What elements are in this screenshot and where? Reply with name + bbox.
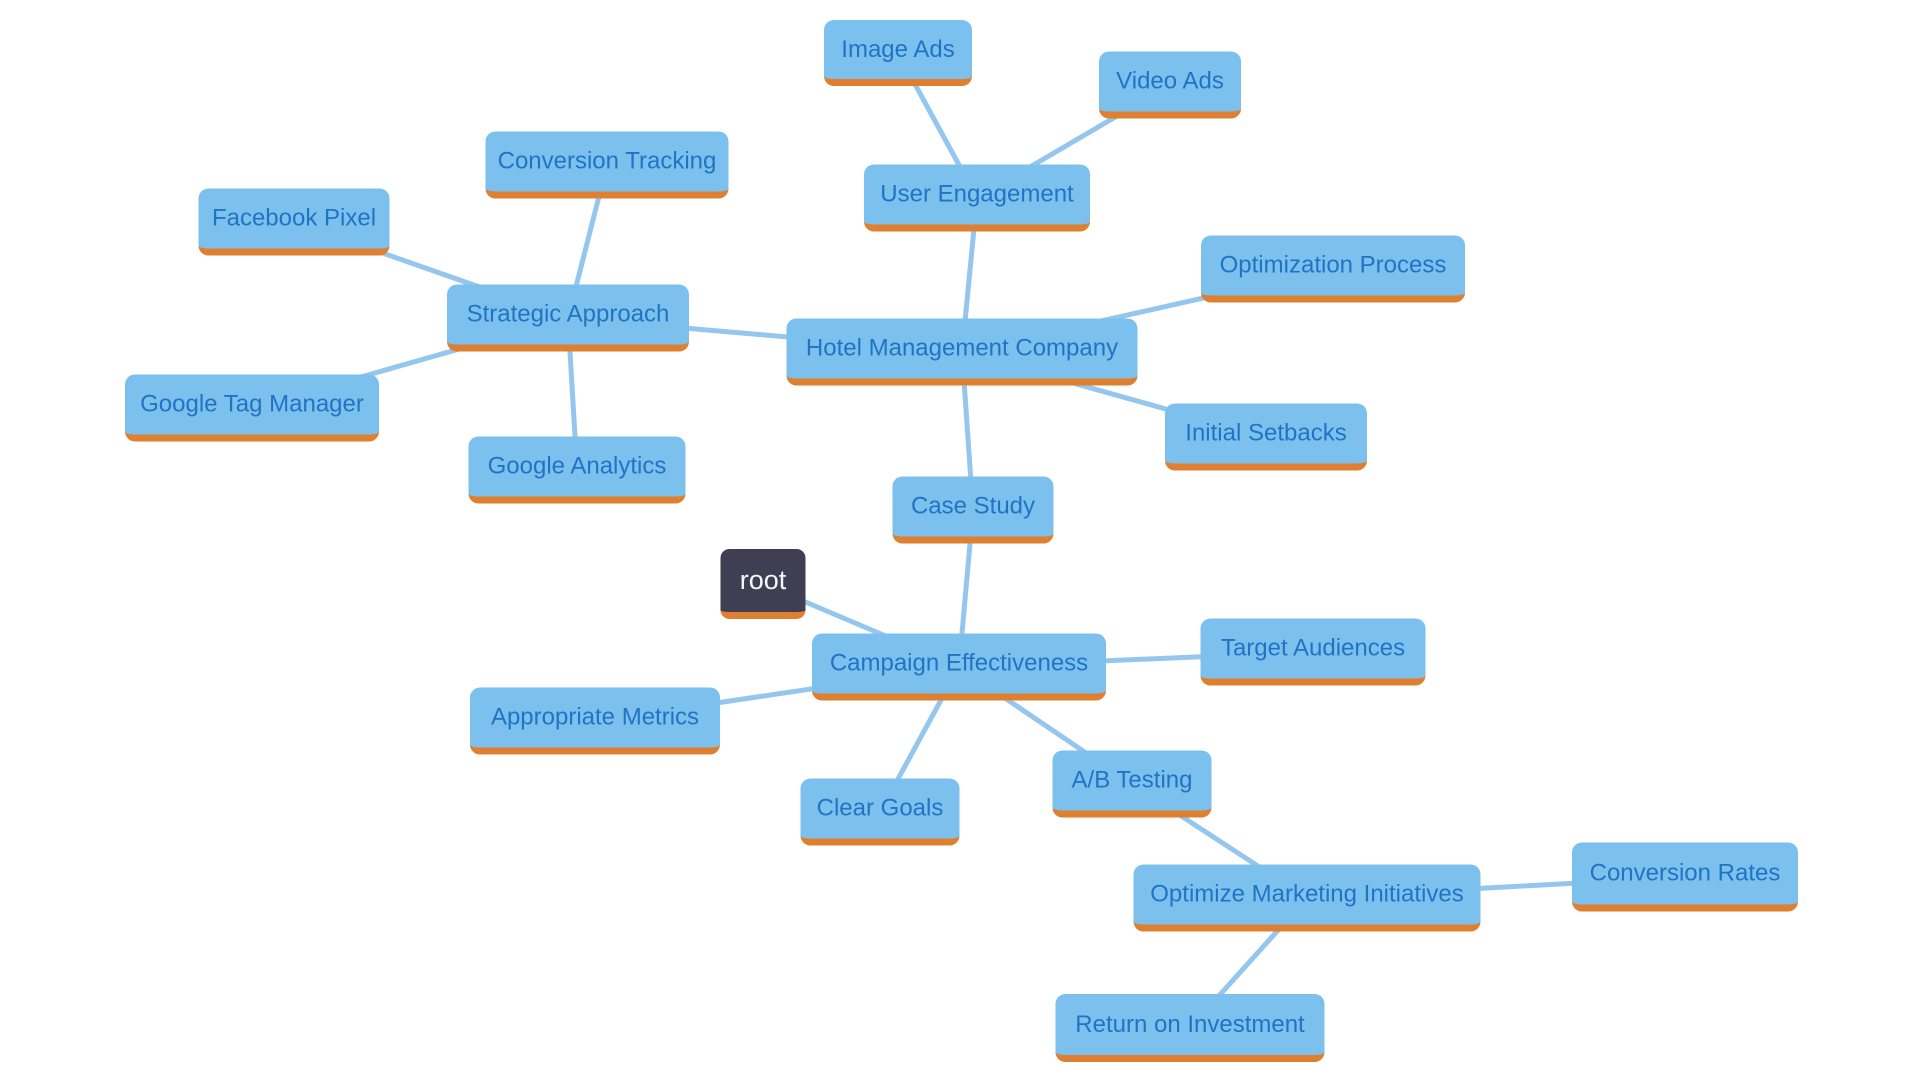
node-conversion-rates: Conversion Rates — [1572, 842, 1798, 912]
node-target-audiences: Target Audiences — [1200, 618, 1426, 686]
node-video-ads: Video Ads — [1099, 51, 1241, 119]
node-case-study: Case Study — [892, 476, 1054, 544]
node-label-strategic-approach: Strategic Approach — [466, 300, 670, 328]
node-root: root — [720, 549, 806, 619]
node-label-ab-testing: A/B Testing — [1071, 766, 1193, 794]
node-label-return-on-investment: Return on Investment — [1075, 1010, 1305, 1038]
node-label-google-tag-manager: Google Tag Manager — [140, 390, 364, 418]
node-optimize-marketing-initiatives: Optimize Marketing Initiatives — [1133, 864, 1481, 932]
node-facebook-pixel: Facebook Pixel — [198, 188, 390, 256]
node-label-campaign-effectiveness: Campaign Effectiveness — [829, 649, 1089, 677]
node-label-user-engagement: User Engagement — [880, 180, 1074, 208]
node-return-on-investment: Return on Investment — [1055, 994, 1325, 1062]
node-optimization-process: Optimization Process — [1201, 235, 1465, 303]
node-label-conversion-rates: Conversion Rates — [1589, 859, 1781, 887]
node-label-root: root — [739, 565, 787, 595]
node-label-image-ads: Image Ads — [841, 35, 955, 63]
node-strategic-approach: Strategic Approach — [447, 284, 689, 352]
node-label-initial-setbacks: Initial Setbacks — [1185, 419, 1347, 447]
node-ab-testing: A/B Testing — [1052, 750, 1212, 818]
node-label-target-audiences: Target Audiences — [1220, 634, 1406, 662]
node-label-facebook-pixel: Facebook Pixel — [211, 204, 377, 232]
node-campaign-effectiveness: Campaign Effectiveness — [812, 633, 1106, 701]
node-image-ads: Image Ads — [824, 20, 972, 86]
node-label-clear-goals: Clear Goals — [816, 794, 944, 822]
node-clear-goals: Clear Goals — [800, 778, 960, 846]
node-appropriate-metrics: Appropriate Metrics — [470, 687, 720, 755]
node-label-conversion-tracking: Conversion Tracking — [497, 147, 717, 175]
node-user-engagement: User Engagement — [864, 164, 1090, 232]
node-label-case-study: Case Study — [910, 492, 1036, 520]
node-label-optimize-marketing-initiatives: Optimize Marketing Initiatives — [1150, 880, 1464, 908]
node-hotel-management-company: Hotel Management Company — [786, 318, 1138, 386]
node-google-tag-manager: Google Tag Manager — [125, 374, 379, 442]
node-label-hotel-management-company: Hotel Management Company — [805, 334, 1119, 362]
node-conversion-tracking: Conversion Tracking — [485, 131, 729, 199]
node-label-optimization-process: Optimization Process — [1219, 251, 1447, 279]
node-initial-setbacks: Initial Setbacks — [1165, 403, 1367, 471]
node-label-appropriate-metrics: Appropriate Metrics — [490, 703, 700, 731]
node-label-video-ads: Video Ads — [1116, 67, 1224, 95]
node-label-google-analytics: Google Analytics — [487, 452, 667, 480]
node-google-analytics: Google Analytics — [468, 436, 686, 504]
